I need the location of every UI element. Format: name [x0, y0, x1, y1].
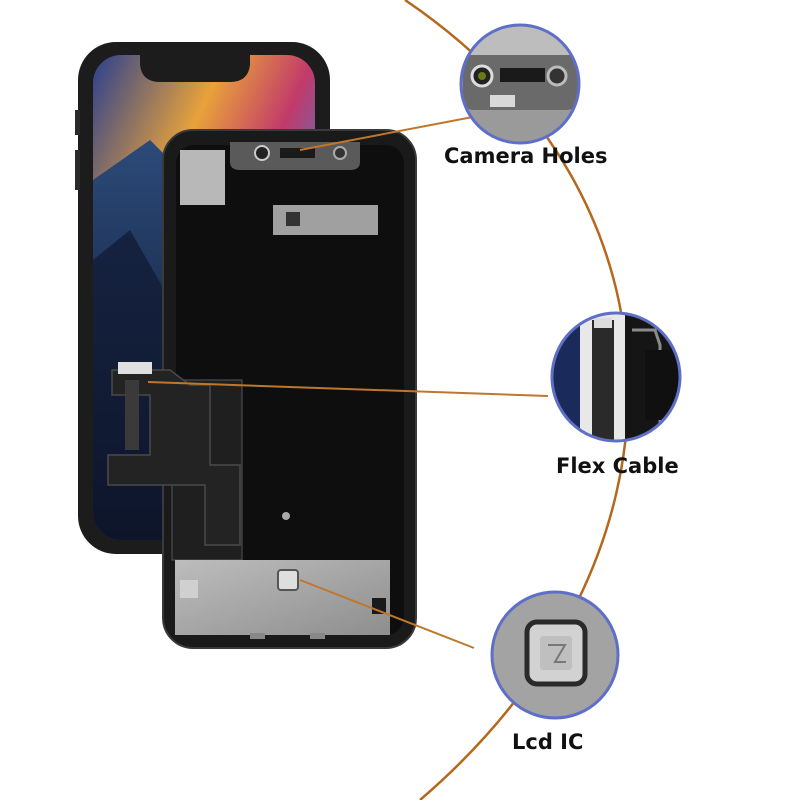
leader-line-flex: [147, 381, 549, 397]
lcd-ic-closeup: [490, 590, 620, 720]
leader-line-lcd: [299, 579, 475, 649]
label-flex-cable: Flex Cable: [556, 454, 679, 478]
flex-cable: [107, 362, 241, 546]
flex-cable-closeup: [550, 311, 682, 443]
label-lcd-ic: Lcd IC: [512, 730, 584, 754]
leader-line-camera: [299, 115, 479, 151]
camera-holes-closeup: [459, 23, 581, 145]
label-camera-holes: Camera Holes: [444, 144, 608, 168]
